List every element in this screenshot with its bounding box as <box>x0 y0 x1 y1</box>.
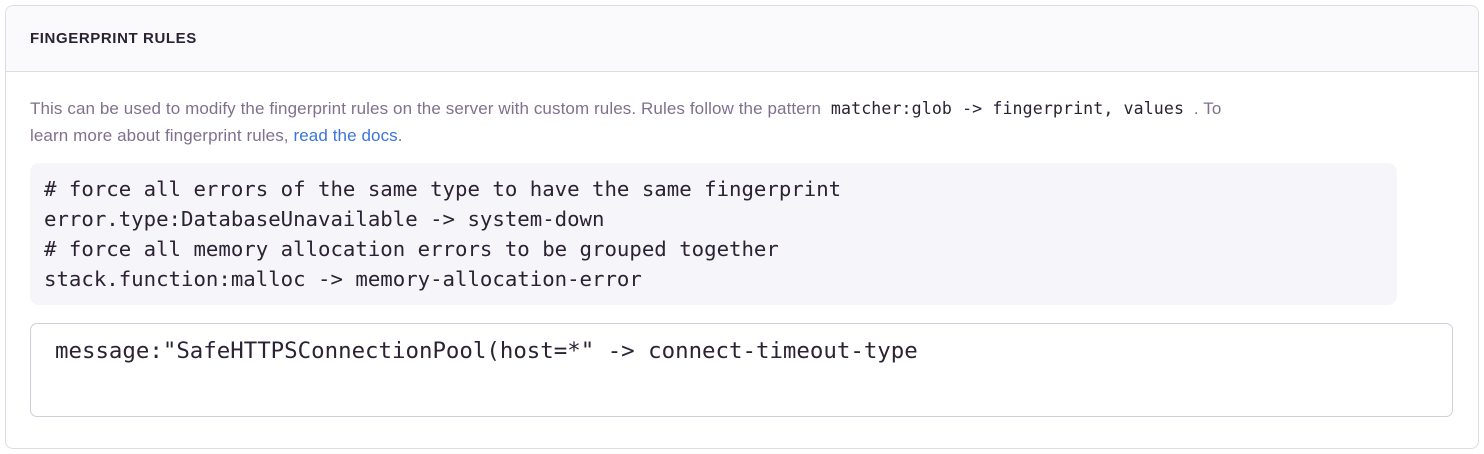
description-text-3: learn more about fingerprint rules, <box>30 126 289 145</box>
read-the-docs-link[interactable]: read the docs <box>293 126 398 145</box>
panel-body: This can be used to modify the fingerpri… <box>6 72 1478 446</box>
field-description: This can be used to modify the fingerpri… <box>30 95 1453 149</box>
description-text-1: This can be used to modify the fingerpri… <box>30 99 822 118</box>
panel-title: FINGERPRINT RULES <box>30 30 197 47</box>
panel-header: FINGERPRINT RULES <box>6 6 1478 72</box>
description-text-4: . <box>397 126 403 145</box>
fingerprint-rules-textarea[interactable]: message:"SafeHTTPSConnectionPool(host=*"… <box>30 323 1453 417</box>
code-example-block: # force all errors of the same type to h… <box>30 163 1397 305</box>
description-text-2: . To <box>1193 99 1222 118</box>
pattern-inline-code: matcher:glob -> fingerprint, values <box>830 99 1185 118</box>
fingerprint-rules-panel: FINGERPRINT RULES This can be used to mo… <box>5 5 1479 449</box>
